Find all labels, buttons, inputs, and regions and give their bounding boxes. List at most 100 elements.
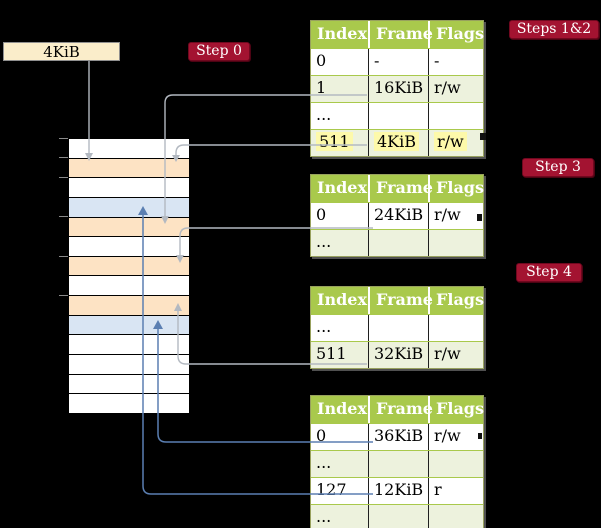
highlight: 511 xyxy=(316,132,353,151)
memory-row-peach xyxy=(69,158,189,179)
cell-frame: 32KiB xyxy=(368,342,428,368)
cell-frame xyxy=(368,103,428,129)
table-row: ... xyxy=(311,102,483,129)
header-cell-flags: Flags xyxy=(428,396,484,423)
highlight: r/w xyxy=(434,132,467,151)
badge-step-3: Step 3 xyxy=(522,158,594,177)
badge-step-4-label: Step 4 xyxy=(526,264,572,280)
page-size-box: 4KiB xyxy=(3,42,120,61)
memory-row-blue xyxy=(69,197,189,218)
address-tick xyxy=(59,138,68,139)
cell-flags: r/w xyxy=(428,342,483,368)
table-row: ... xyxy=(311,229,483,256)
cell-index: ... xyxy=(316,507,332,526)
table-row: 511 32KiB r/w xyxy=(311,341,483,368)
cell-frame xyxy=(368,230,428,256)
cell-flags xyxy=(428,103,483,129)
table-row: ... xyxy=(311,314,483,341)
table-row: 0 - - xyxy=(311,48,483,75)
table-header-row: Index Frame Flags xyxy=(311,21,484,48)
table-row: 0 24KiB r/w xyxy=(311,202,483,229)
address-tick xyxy=(59,157,68,158)
cell-flags: r/w xyxy=(428,130,483,156)
page-table-step4-upper: Index Frame Flags ... 511 32KiB r/w xyxy=(310,286,484,369)
cell-flags xyxy=(428,230,483,256)
cell-frame: 4KiB xyxy=(368,130,428,156)
cell-index: 0 xyxy=(316,205,327,224)
badge-step-0: Step 0 xyxy=(188,42,250,61)
cell-index: ... xyxy=(316,232,332,251)
cell-index: 1 xyxy=(316,78,327,97)
table-row-highlighted: 511 4KiB r/w xyxy=(311,129,483,156)
cell-frame: 36KiB xyxy=(368,424,428,450)
memory-row-white xyxy=(69,178,189,198)
badge-step-0-label: Step 0 xyxy=(196,43,242,59)
table-header-row: Index Frame Flags xyxy=(311,175,484,202)
cell-flags: r/w xyxy=(428,424,483,450)
cell-frame xyxy=(368,505,428,528)
header-cell-frame: Frame xyxy=(368,396,433,423)
header-cell-frame: Frame xyxy=(368,287,433,314)
cell-frame: 16KiB xyxy=(368,76,428,102)
header-cell-flags: Flags xyxy=(428,287,484,314)
highlight: 4KiB xyxy=(374,132,420,151)
page-table-level0: Index Frame Flags 0 - - 1 16KiB r/w ... … xyxy=(310,20,484,157)
cell-index: 127 xyxy=(316,480,347,499)
cell-index: ... xyxy=(316,317,332,336)
table-header-row: Index Frame Flags xyxy=(311,396,484,423)
memory-row-white xyxy=(69,335,189,356)
memory-row-white xyxy=(69,394,189,413)
badge-steps-1-2: Steps 1&2 xyxy=(509,20,599,39)
cell-frame: 12KiB xyxy=(368,478,428,504)
table-header-row: Index Frame Flags xyxy=(311,287,484,314)
cell-index: 0 xyxy=(316,426,327,445)
header-cell-flags: Flags xyxy=(428,175,484,202)
cell-index: 0 xyxy=(316,51,327,70)
memory-row-white xyxy=(69,139,189,159)
memory-row-peach xyxy=(69,256,189,277)
memory-row-white xyxy=(69,355,189,375)
cell-flags: r xyxy=(428,478,483,504)
header-cell-index: Index xyxy=(317,24,368,43)
table-row: ... xyxy=(311,504,483,528)
badge-step-3-label: Step 3 xyxy=(535,159,581,175)
cell-frame xyxy=(368,451,428,477)
address-tick xyxy=(59,177,68,178)
memory-row-peach xyxy=(69,296,189,316)
cell-flags: r/w xyxy=(428,203,483,229)
cell-flags: r/w xyxy=(428,76,483,102)
badge-steps-1-2-label: Steps 1&2 xyxy=(516,21,592,37)
badge-step-4: Step 4 xyxy=(516,263,582,282)
header-cell-index: Index xyxy=(317,178,368,197)
address-tick xyxy=(59,295,68,296)
table-row: 0 36KiB r/w xyxy=(311,423,483,450)
cell-frame xyxy=(368,315,428,341)
cell-index: ... xyxy=(316,105,332,124)
memory-row-white xyxy=(69,374,189,395)
table-row: 127 12KiB r xyxy=(311,477,483,504)
memory-stack xyxy=(68,138,190,414)
cell-index: 511 xyxy=(316,344,347,363)
page-size-label: 4KiB xyxy=(43,43,80,61)
cell-index: 511 xyxy=(311,130,368,156)
cell-flags: - xyxy=(428,49,483,75)
cell-flags xyxy=(428,505,483,528)
memory-row-blue xyxy=(69,315,189,336)
cell-index: ... xyxy=(316,453,332,472)
table-row: ... xyxy=(311,450,483,477)
cell-frame: 24KiB xyxy=(368,203,428,229)
header-cell-frame: Frame xyxy=(368,175,433,202)
header-cell-index: Index xyxy=(317,290,368,309)
memory-row-white xyxy=(69,276,189,297)
page-table-step4-lower: Index Frame Flags 0 36KiB r/w ... 127 12… xyxy=(310,395,484,528)
cell-flags xyxy=(428,451,483,477)
header-cell-index: Index xyxy=(317,399,368,418)
table-row: 1 16KiB r/w xyxy=(311,75,483,102)
memory-row-peach xyxy=(69,217,189,238)
header-cell-frame: Frame xyxy=(368,21,433,48)
address-tick xyxy=(59,256,68,257)
cell-flags xyxy=(428,315,483,341)
header-cell-flags: Flags xyxy=(428,21,484,48)
address-tick xyxy=(59,216,68,217)
page-table-step3: Index Frame Flags 0 24KiB r/w ... xyxy=(310,174,484,257)
